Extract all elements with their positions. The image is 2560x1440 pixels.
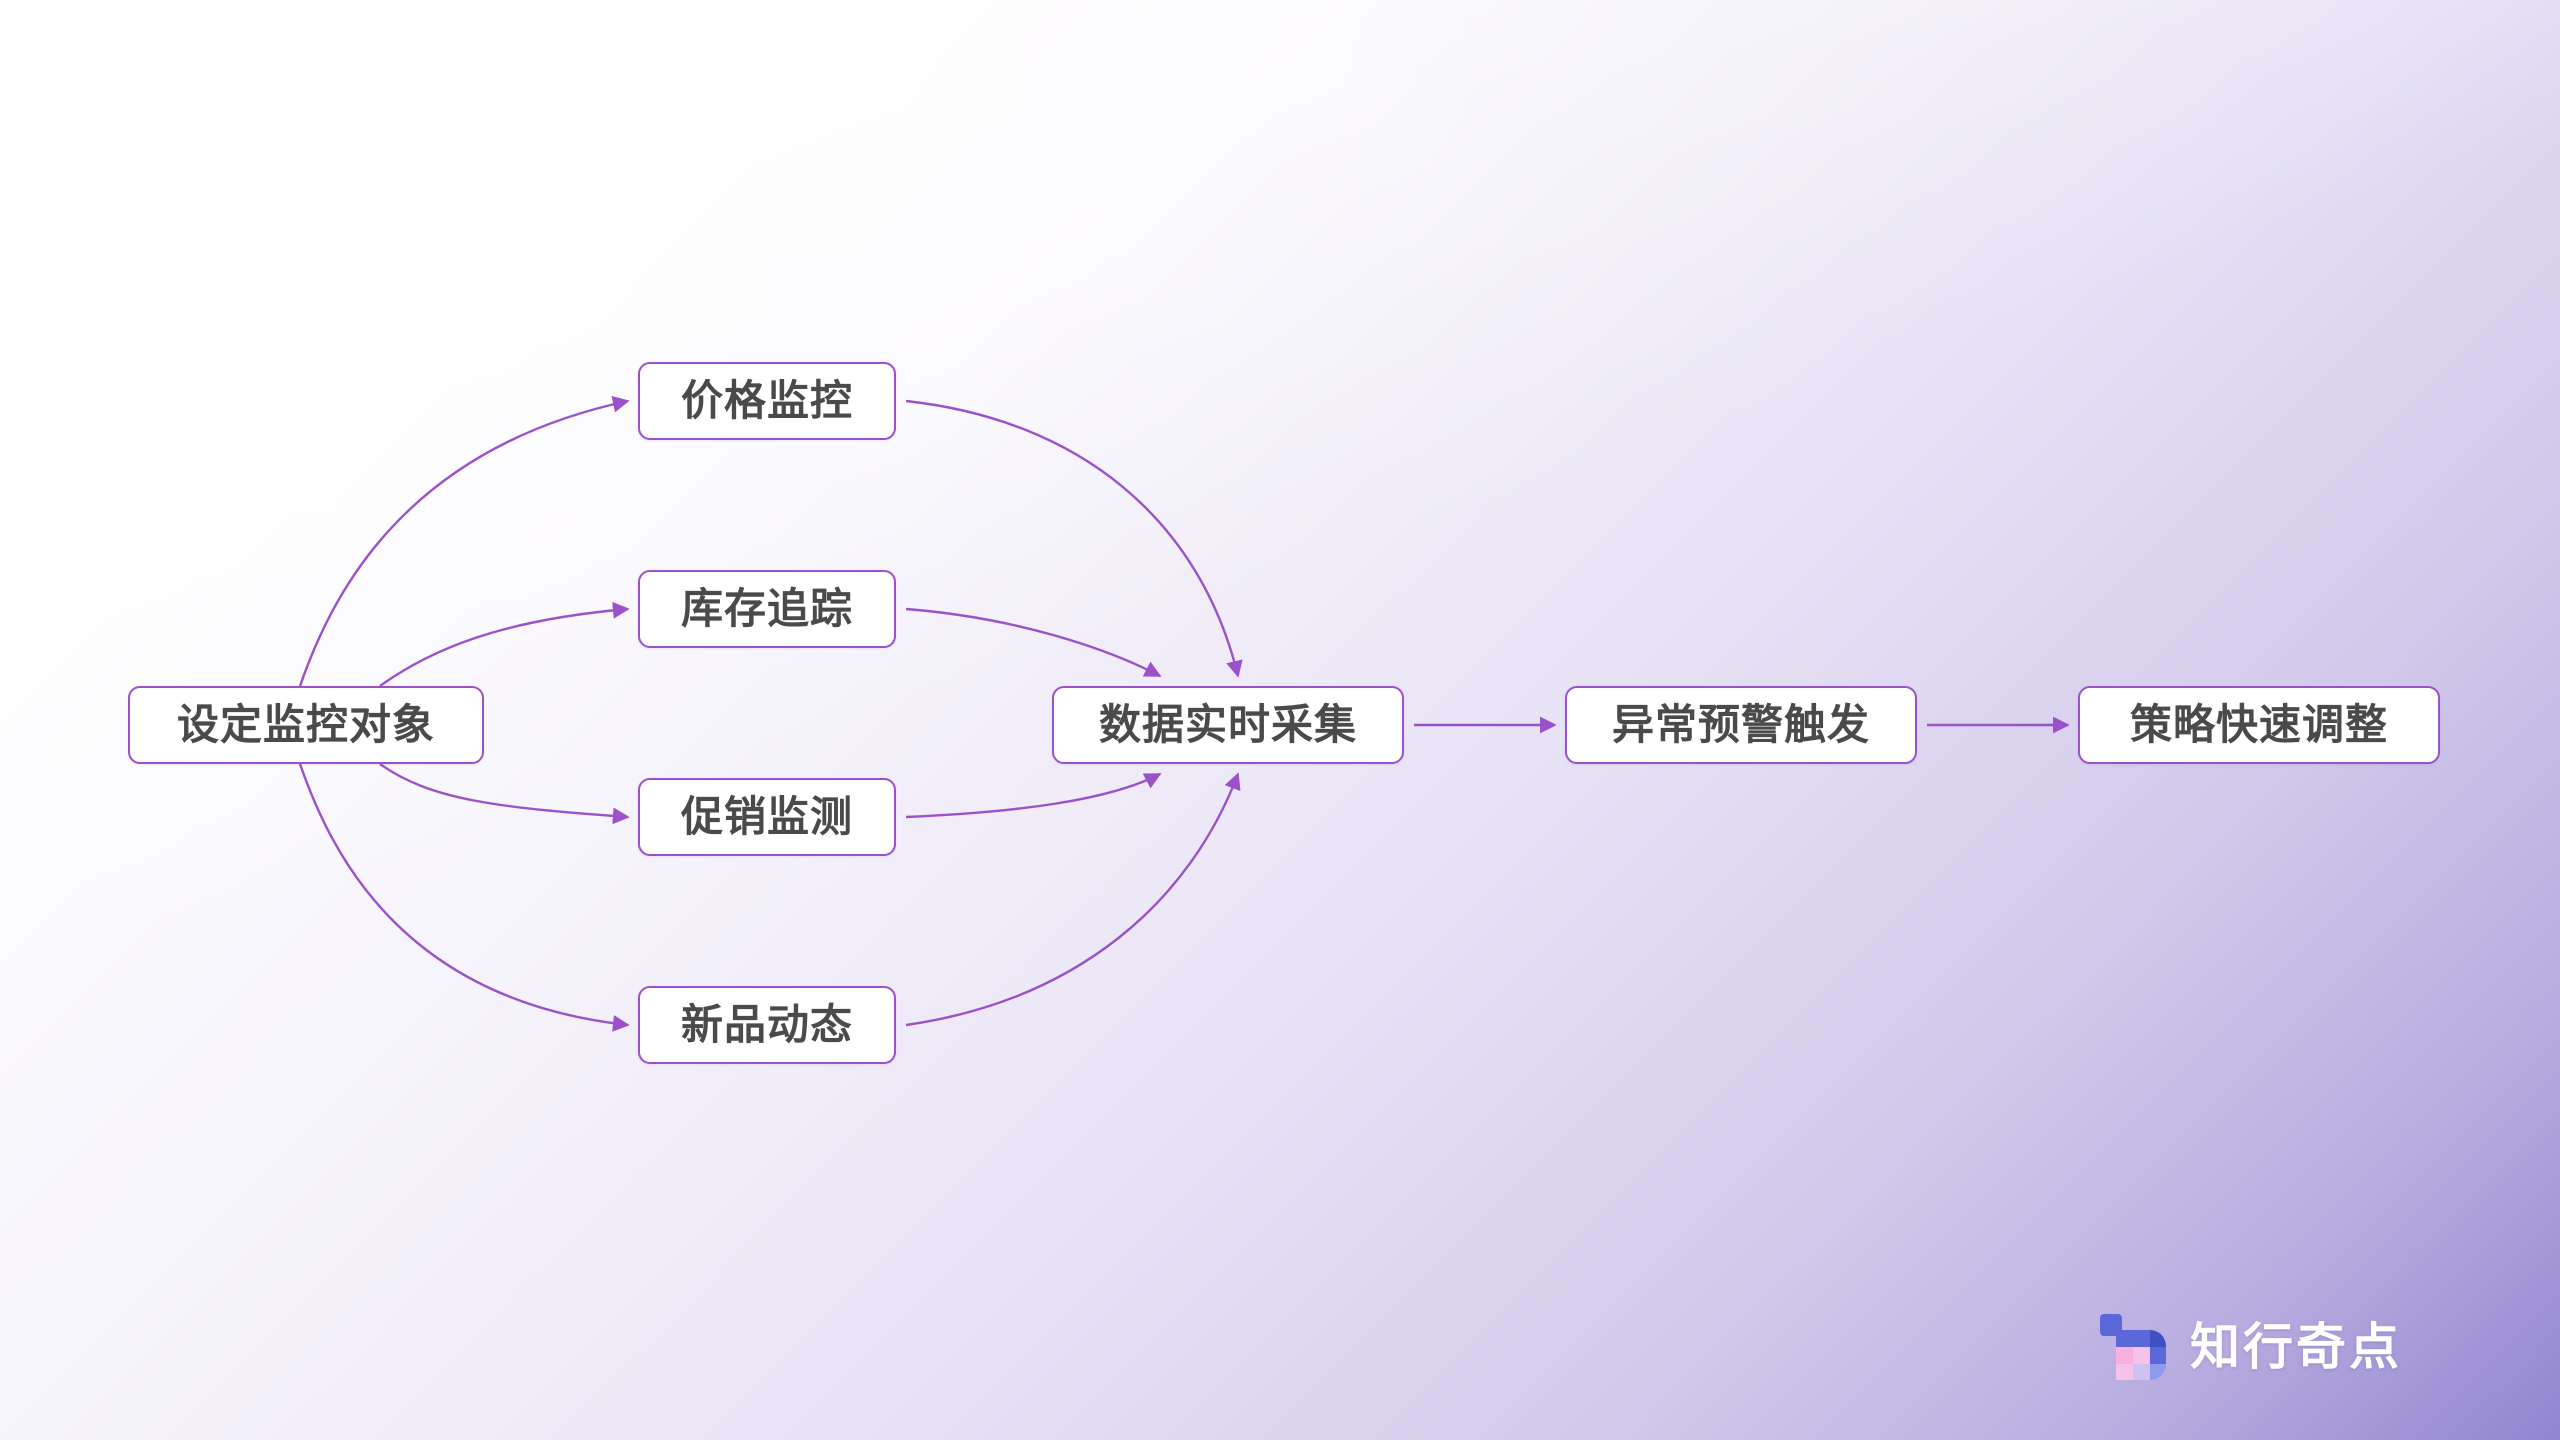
edge-newproduct-trends-to-collection <box>905 772 1241 1027</box>
node-promotion-monitoring[interactable]: 促销监测 <box>638 778 896 856</box>
node-label: 数据实时采集 <box>1098 701 1357 748</box>
node-set-monitoring-target[interactable]: 设定监控对象 <box>128 686 484 764</box>
node-anomaly-alert-trigger[interactable]: 异常预警触发 <box>1565 686 1917 764</box>
node-inventory-tracking[interactable]: 库存追踪 <box>638 570 896 648</box>
edge-source-to-price-monitoring <box>298 395 630 687</box>
edge-price-monitoring-to-collection <box>905 399 1243 678</box>
edge-source-to-promotion-monitoring <box>379 763 630 825</box>
node-label: 异常预警触发 <box>1611 701 1870 748</box>
edge-promotion-monitoring-to-collection <box>905 772 1162 819</box>
edge-source-to-newproduct-trends <box>298 763 630 1032</box>
node-label: 库存追踪 <box>680 585 853 632</box>
edge-inventory-tracking-to-collection <box>905 607 1162 678</box>
node-label: 新品动态 <box>680 1001 853 1048</box>
node-price-monitoring[interactable]: 价格监控 <box>638 362 896 440</box>
node-rapid-strategy-adjustment[interactable]: 策略快速调整 <box>2078 686 2440 764</box>
brand-logo-icon <box>2098 1312 2168 1382</box>
node-newproduct-trends[interactable]: 新品动态 <box>638 986 896 1064</box>
node-label: 促销监测 <box>680 793 853 840</box>
node-label: 价格监控 <box>680 377 853 424</box>
watermark-text: 知行奇点 <box>2190 1319 2402 1375</box>
watermark: 知行奇点 <box>2098 1312 2402 1382</box>
edge-source-to-inventory-tracking <box>379 601 630 687</box>
node-label: 设定监控对象 <box>176 701 435 748</box>
node-label: 策略快速调整 <box>2129 701 2388 748</box>
node-realtime-data-collection[interactable]: 数据实时采集 <box>1052 686 1404 764</box>
